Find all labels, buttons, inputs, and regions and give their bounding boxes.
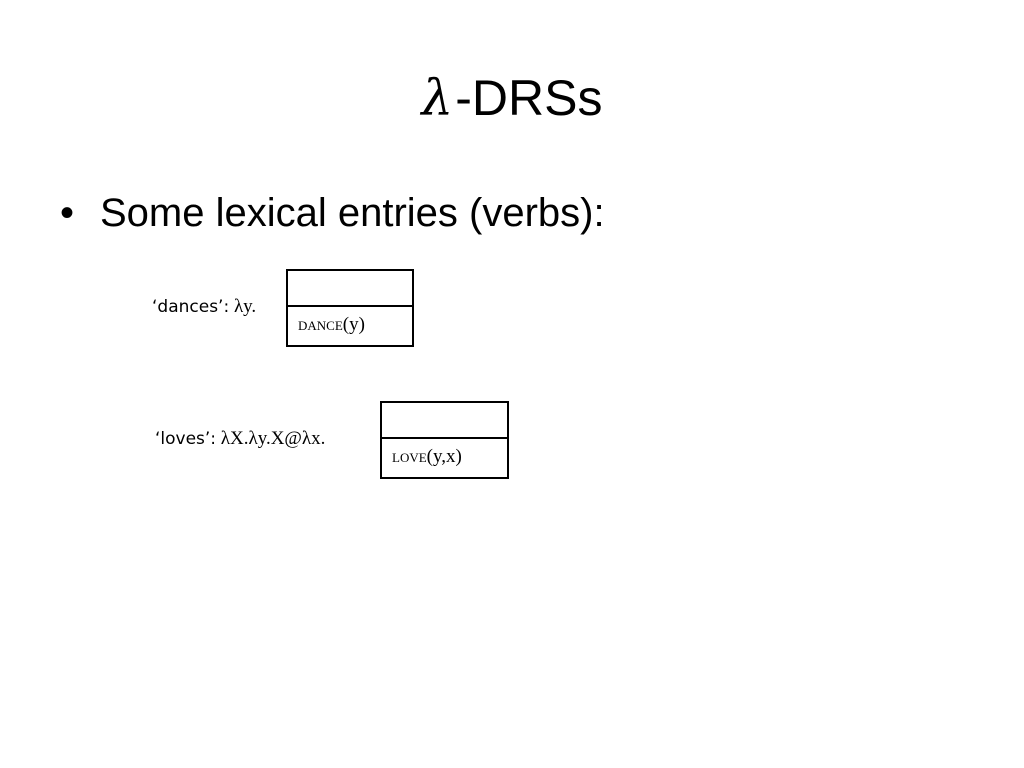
title-lambda-symbol: λ xyxy=(421,69,454,127)
drs-condition: love(y,x) xyxy=(382,439,507,475)
bullet-text: Some lexical entries (verbs): xyxy=(100,191,605,235)
drs-predicate: dance xyxy=(298,314,343,335)
drs-condition: dance(y) xyxy=(288,307,412,343)
entry-word: ‘loves’: xyxy=(155,429,217,449)
drs-box-loves: love(y,x) xyxy=(380,401,509,479)
title-text: -DRSs xyxy=(455,70,603,126)
lexical-entry-dances: ‘dances’: λy. xyxy=(152,296,256,318)
drs-box-dances: dance(y) xyxy=(286,269,414,347)
entry-lambda-term: λX.λy.X@λx. xyxy=(220,428,326,449)
lexical-entry-loves: ‘loves’: λX.λy.X@λx. xyxy=(155,428,325,450)
bullet-item: • Some lexical entries (verbs): xyxy=(60,187,605,239)
drs-arguments: (y) xyxy=(342,314,365,335)
drs-universe xyxy=(288,271,412,307)
slide-title: λ-DRSs xyxy=(0,62,1024,134)
entry-word: ‘dances’: xyxy=(152,297,230,317)
bullet-icon: • xyxy=(60,191,75,235)
drs-predicate: love xyxy=(392,446,427,467)
drs-arguments: (y,x) xyxy=(426,446,462,467)
entry-lambda-term: λy. xyxy=(233,296,257,317)
drs-universe xyxy=(382,403,507,439)
